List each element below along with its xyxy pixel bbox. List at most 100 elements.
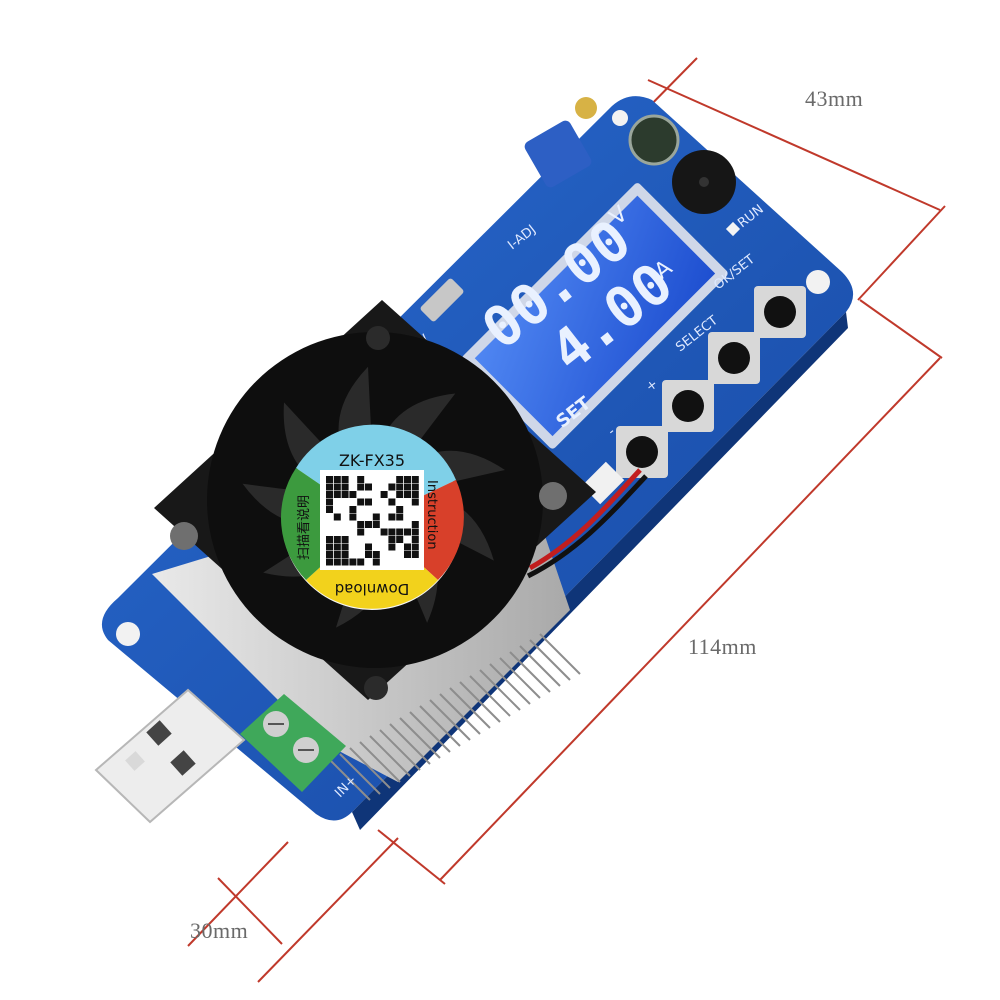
select-button[interactable] — [708, 332, 760, 384]
qr-module — [388, 498, 396, 506]
buttons — [616, 286, 806, 478]
qr-module — [333, 536, 341, 543]
qr-module — [396, 536, 404, 543]
qr-module — [357, 476, 365, 483]
heatsink-fin — [449, 687, 491, 729]
qr-module — [404, 543, 411, 551]
qr-module — [333, 543, 341, 551]
qr-module — [404, 551, 411, 558]
fan-screw-left — [170, 522, 198, 550]
qr-module — [396, 483, 404, 491]
heatsink-fin — [519, 645, 561, 687]
dimension-lines — [187, 57, 946, 983]
qr-module — [333, 483, 341, 491]
plus-button[interactable] — [662, 380, 714, 432]
heatsink-fin — [499, 657, 541, 699]
qr-module — [388, 543, 396, 551]
lcd-display — [462, 183, 728, 449]
qr-module — [396, 506, 404, 513]
qr-module — [349, 558, 357, 566]
qr-module — [396, 528, 404, 536]
fan-cable — [528, 468, 642, 571]
run-led — [725, 221, 741, 237]
height-ext-left — [257, 837, 399, 983]
qr-module — [404, 528, 411, 536]
sticker-chinese: 扫描看说明 — [296, 495, 312, 560]
qr-module — [396, 491, 404, 498]
heatsink-fin — [459, 681, 501, 723]
qr-module — [404, 491, 411, 498]
qr-module — [349, 506, 357, 513]
heatsink-fin — [329, 759, 371, 801]
qr-module — [326, 498, 333, 506]
heatsink-fin — [359, 741, 401, 783]
qr-module — [341, 536, 349, 543]
width-dim-line — [647, 79, 941, 211]
ok-set-button[interactable] — [754, 286, 806, 338]
qr-module — [341, 483, 349, 491]
qr-module — [357, 483, 365, 491]
micro-usb-port — [420, 278, 464, 322]
top-components — [524, 97, 736, 214]
qr-module — [349, 513, 357, 521]
heatsink-fin — [339, 753, 381, 795]
qr-module — [380, 491, 388, 498]
qr-module — [333, 558, 341, 566]
qr-module — [411, 498, 419, 506]
qr-module — [349, 491, 357, 498]
buzzer-hole — [699, 177, 709, 187]
qr-module — [326, 506, 333, 513]
mount-hole-top — [612, 110, 628, 126]
qr-module — [341, 491, 349, 498]
heatsink-fin — [389, 723, 431, 765]
qr-module — [411, 521, 419, 528]
qr-module — [388, 536, 396, 543]
qr-module — [326, 491, 333, 498]
minus-button[interactable] — [616, 426, 668, 478]
heatsink-fin — [489, 663, 531, 705]
qr-module — [333, 551, 341, 558]
heatsink-fin — [529, 639, 571, 681]
qr-module — [404, 476, 411, 483]
sticker-instruction: Instruction — [424, 480, 439, 550]
heatsink-fin — [469, 675, 511, 717]
heatsink-fin — [419, 705, 461, 747]
sticker-download: Download — [335, 580, 410, 598]
height-dim-line — [217, 877, 283, 945]
qr-module — [326, 483, 333, 491]
qr-module — [396, 513, 404, 521]
qr-module — [388, 513, 396, 521]
qr-module — [404, 483, 411, 491]
qr-module — [372, 558, 380, 566]
qr-module — [333, 491, 341, 498]
qr-module — [411, 476, 419, 483]
qr-module — [333, 513, 341, 521]
qr-module — [341, 551, 349, 558]
qr-module — [341, 543, 349, 551]
qr-module — [357, 558, 365, 566]
width-ext-right — [857, 205, 946, 301]
heatsink-fin — [369, 735, 411, 777]
mount-hole-bottom-left — [116, 622, 140, 646]
fan-screw-bottom — [364, 676, 388, 700]
potentiometer — [524, 120, 592, 188]
heatsink-fin — [479, 669, 521, 711]
qr-module — [365, 483, 372, 491]
length-dim-line — [439, 357, 941, 881]
qr-module — [411, 528, 419, 536]
qr-module — [357, 498, 365, 506]
qr-module — [341, 558, 349, 566]
qr-module — [326, 543, 333, 551]
qr-module — [388, 528, 396, 536]
qr-module — [411, 551, 419, 558]
qr-module — [396, 476, 404, 483]
fan-sticker: ZK-FX35 Download Instruction 扫描看说明 — [280, 424, 464, 610]
qr-module — [372, 551, 380, 558]
qr-module — [388, 483, 396, 491]
heatsink-fin — [399, 717, 441, 759]
potentiometer-screw — [575, 97, 597, 119]
qr-module — [411, 491, 419, 498]
length-ext-top — [859, 299, 943, 359]
capacitor — [628, 114, 680, 166]
